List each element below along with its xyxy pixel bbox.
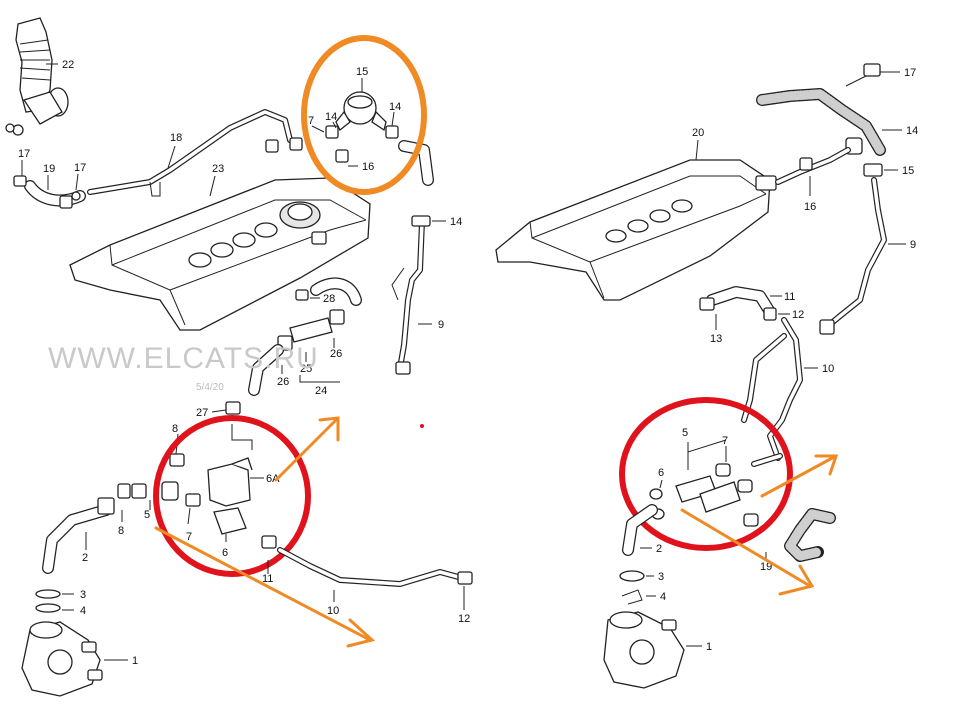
callout-28: 28 (323, 293, 335, 305)
callout-26b: 26 (277, 376, 289, 388)
hose-10: 11 10 12 (262, 547, 473, 625)
callout-14c: 14 (450, 216, 462, 228)
arrows-left (154, 416, 376, 648)
pipe-10-right: 10 (741, 317, 834, 461)
callout-r9: 9 (910, 239, 916, 251)
red-dot (420, 424, 424, 428)
callout-r7: 7 (722, 435, 728, 447)
callout-5: 5 (144, 509, 150, 521)
watermark: WWW.ELCATS.RU (48, 342, 319, 375)
callout-r11: 11 (784, 291, 795, 303)
callout-15: 15 (356, 66, 368, 78)
callout-r10: 10 (822, 363, 834, 375)
air-pump-1: 3 4 1 (21, 589, 138, 697)
oil-separator-15: 15 14 7 14 16 (308, 66, 434, 186)
callout-r6: 6 (658, 467, 664, 479)
callout-25: 25 (300, 363, 312, 375)
callout-8b: 8 (118, 525, 124, 537)
callout-17a: 17 (18, 148, 30, 160)
arrows-right (680, 454, 839, 596)
hose-2: 2 8 (42, 497, 124, 574)
left-diagram: 22 17 19 17 18 (5, 17, 473, 697)
red-highlight-circle-right (619, 397, 793, 551)
valve-cover-23: 23 (69, 163, 371, 331)
callout-6A: 6A (266, 473, 280, 485)
orange-highlight-circle (301, 35, 427, 195)
callout-6: 6 (222, 547, 228, 559)
callout-r20: 20 (692, 127, 704, 139)
callout-r3: 3 (658, 571, 664, 583)
callout-r13: 13 (710, 333, 722, 345)
callout-7b: 7 (186, 531, 192, 543)
intake-bellows: 22 (5, 17, 74, 136)
callout-22: 22 (62, 59, 74, 71)
callout-9: 9 (438, 319, 444, 331)
callout-11: 11 (262, 573, 273, 585)
callout-14b: 14 (389, 101, 401, 113)
callout-r5: 5 (682, 427, 688, 439)
valve-cover-20: 20 (495, 127, 777, 301)
callout-23: 23 (212, 163, 224, 175)
callout-27: 27 (196, 407, 208, 419)
callout-16: 16 (362, 161, 374, 173)
callout-24: 24 (315, 385, 327, 397)
callout-r1: 1 (706, 641, 712, 653)
callout-2: 2 (82, 552, 88, 564)
callout-r15: 15 (902, 165, 914, 177)
callout-4: 4 (80, 605, 86, 617)
air-pump-right: 2 3 4 1 (603, 504, 712, 689)
pipe-9-right: 16 9 (775, 147, 916, 335)
hose-14: 17 14 15 (756, 63, 918, 177)
callout-r4: 4 (660, 591, 666, 603)
right-diagram: 17 14 15 20 16 (495, 63, 918, 689)
callout-26a: 26 (330, 348, 342, 360)
callout-r14: 14 (906, 125, 918, 137)
callout-10: 10 (327, 605, 339, 617)
hose-11: 11 12 13 (699, 286, 804, 345)
callout-r19: 19 (760, 561, 772, 573)
pipe-9: 14 9 (391, 215, 462, 375)
red-highlight-circle-left (153, 415, 311, 577)
callout-r12: 12 (792, 309, 804, 321)
callout-12: 12 (458, 613, 470, 625)
callout-17b: 17 (74, 162, 86, 174)
callout-r17: 17 (904, 67, 916, 79)
watermark-date: 5/4/20 (196, 382, 224, 393)
callout-3: 3 (80, 589, 86, 601)
callout-r16: 16 (804, 201, 816, 213)
callout-7: 7 (308, 115, 314, 127)
small-hose-19: 17 19 17 (13, 148, 86, 209)
check-valve-assembly: 8 6A 5 7 6 (117, 423, 280, 559)
callout-19: 19 (43, 163, 55, 175)
hose-19-right: 19 (760, 508, 836, 573)
callout-18: 18 (170, 132, 182, 144)
callout-r2: 2 (656, 543, 662, 555)
callout-14a: 14 (325, 111, 337, 123)
callout-8a: 8 (172, 423, 178, 435)
callout-1: 1 (132, 655, 138, 667)
pcv-assembly-24: 28 26 26 25 24 27 (196, 277, 362, 419)
valve-assembly-right: 5 7 6 (649, 427, 783, 527)
breather-pipe-18: 18 (87, 109, 303, 197)
